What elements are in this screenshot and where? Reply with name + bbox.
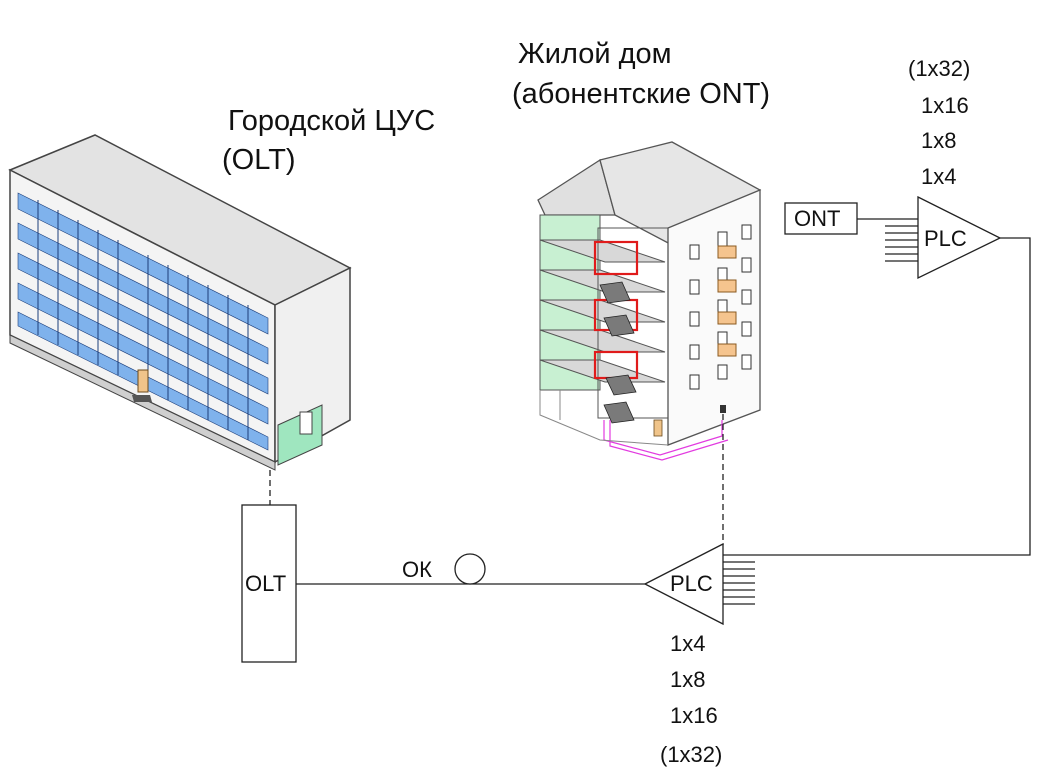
house-subtitle: (абонентские ONT) — [512, 78, 771, 110]
splitter-floor — [885, 195, 1002, 280]
splitter-main-label: PLC — [670, 571, 713, 596]
house-title: Жилой дом — [518, 38, 672, 70]
olt-label: OLT — [245, 571, 287, 596]
splitter-floor-ratio-2: 1x8 — [921, 128, 957, 153]
splitter-floor-optional-ratio: (1x32) — [908, 56, 971, 81]
splitter-floor-ratio-1: 1x16 — [921, 93, 969, 118]
olt-box — [241, 504, 297, 663]
splitter-main-ratio-3: 1x16 — [670, 703, 718, 728]
cable-coil-icon — [454, 553, 486, 585]
city-center-subtitle: (OLT) — [222, 144, 296, 176]
ont-box — [784, 202, 858, 235]
splitter-main-ratio-1: 1x4 — [670, 631, 706, 656]
residential-house — [537, 141, 762, 461]
cable-label: ОК — [402, 557, 432, 582]
ont-label: ONT — [794, 206, 841, 231]
splitter-floor-label: PLC — [924, 226, 967, 251]
splitter-main — [643, 542, 755, 626]
city-center-building — [8, 134, 352, 471]
connections — [269, 218, 1031, 585]
city-center-title: Городской ЦУС — [228, 105, 436, 137]
splitter-main-optional-ratio: (1x32) — [660, 742, 723, 767]
splitter-main-ratio-2: 1x8 — [670, 667, 706, 692]
splitter-floor-ratio-3: 1x4 — [921, 164, 957, 189]
